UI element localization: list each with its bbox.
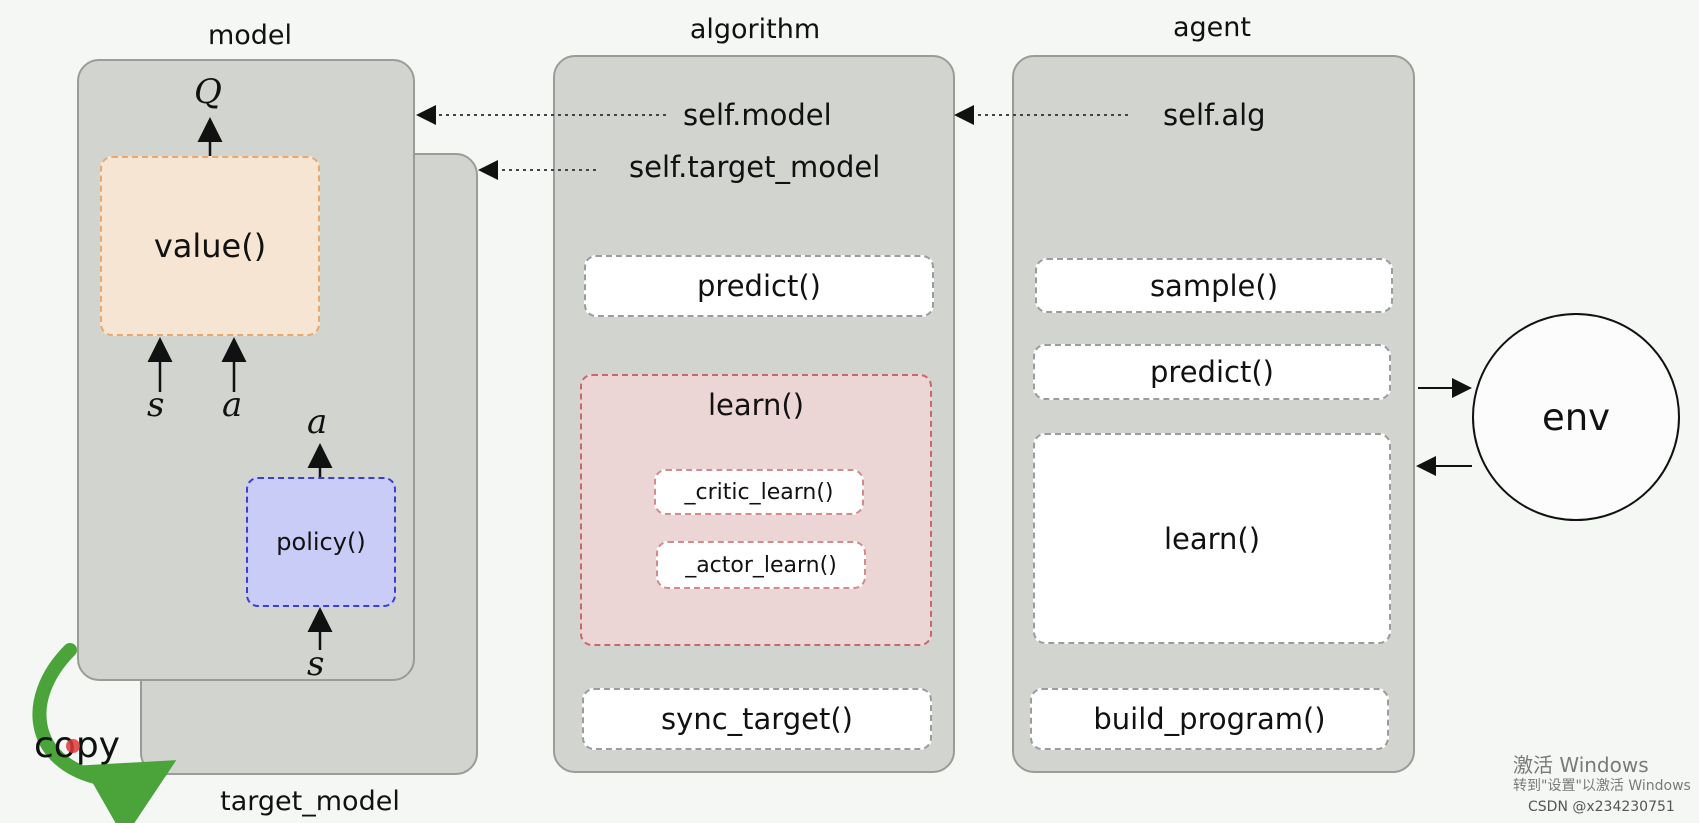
self-alg-label: self.alg: [1163, 98, 1266, 132]
self-model-label: self.model: [683, 98, 832, 132]
actor-learn-box: _actor_learn(): [656, 541, 866, 589]
sync-target-box: sync_target(): [582, 688, 932, 750]
critic-learn-label: _critic_learn(): [684, 479, 834, 505]
agent-title: agent: [1173, 12, 1251, 43]
target-model-title: target_model: [220, 786, 400, 817]
critic-learn-box: _critic_learn(): [654, 469, 864, 515]
value-box: value(): [100, 156, 320, 336]
agent-predict-box: predict(): [1033, 344, 1391, 400]
policy-label: policy(): [276, 528, 366, 556]
copy-cursor-dot: [66, 739, 80, 753]
copy-arrow: [32, 643, 177, 823]
env-label: env: [1541, 395, 1611, 439]
actor-learn-label: _actor_learn(): [685, 552, 837, 578]
agent-panel: [1012, 55, 1415, 773]
build-program-box: build_program(): [1030, 688, 1389, 750]
sync-target-label: sync_target(): [661, 702, 853, 736]
agent-learn-box: learn(): [1033, 433, 1391, 644]
value-label: value(): [153, 227, 267, 265]
agent-learn-label: learn(): [1163, 521, 1261, 556]
algorithm-predict-box: predict(): [584, 255, 934, 317]
activate-windows-subtitle: 转到"设置"以激活 Windows: [1513, 778, 1691, 794]
agent-predict-label: predict(): [1150, 355, 1274, 389]
activate-windows-title: 激活 Windows: [1513, 753, 1649, 777]
algorithm-predict-label: predict(): [697, 269, 821, 303]
value-input-s: s: [147, 385, 165, 425]
csdn-credit: CSDN @x234230751: [1528, 799, 1675, 815]
policy-input-s: s: [307, 644, 325, 684]
agent-sample-label: sample(): [1149, 268, 1279, 303]
policy-box: policy(): [246, 477, 396, 607]
value-input-a: a: [222, 385, 243, 425]
build-program-label: build_program(): [1093, 702, 1326, 736]
env-circle: env: [1472, 313, 1680, 521]
agent-sample-box: sample(): [1035, 258, 1393, 313]
q-output-label: Q: [194, 72, 222, 112]
model-title: model: [207, 20, 293, 51]
algorithm-title: algorithm: [689, 14, 821, 45]
self-target-model-label: self.target_model: [629, 150, 881, 184]
policy-output-a: a: [307, 402, 328, 442]
algorithm-learn-label: learn(): [707, 388, 805, 422]
